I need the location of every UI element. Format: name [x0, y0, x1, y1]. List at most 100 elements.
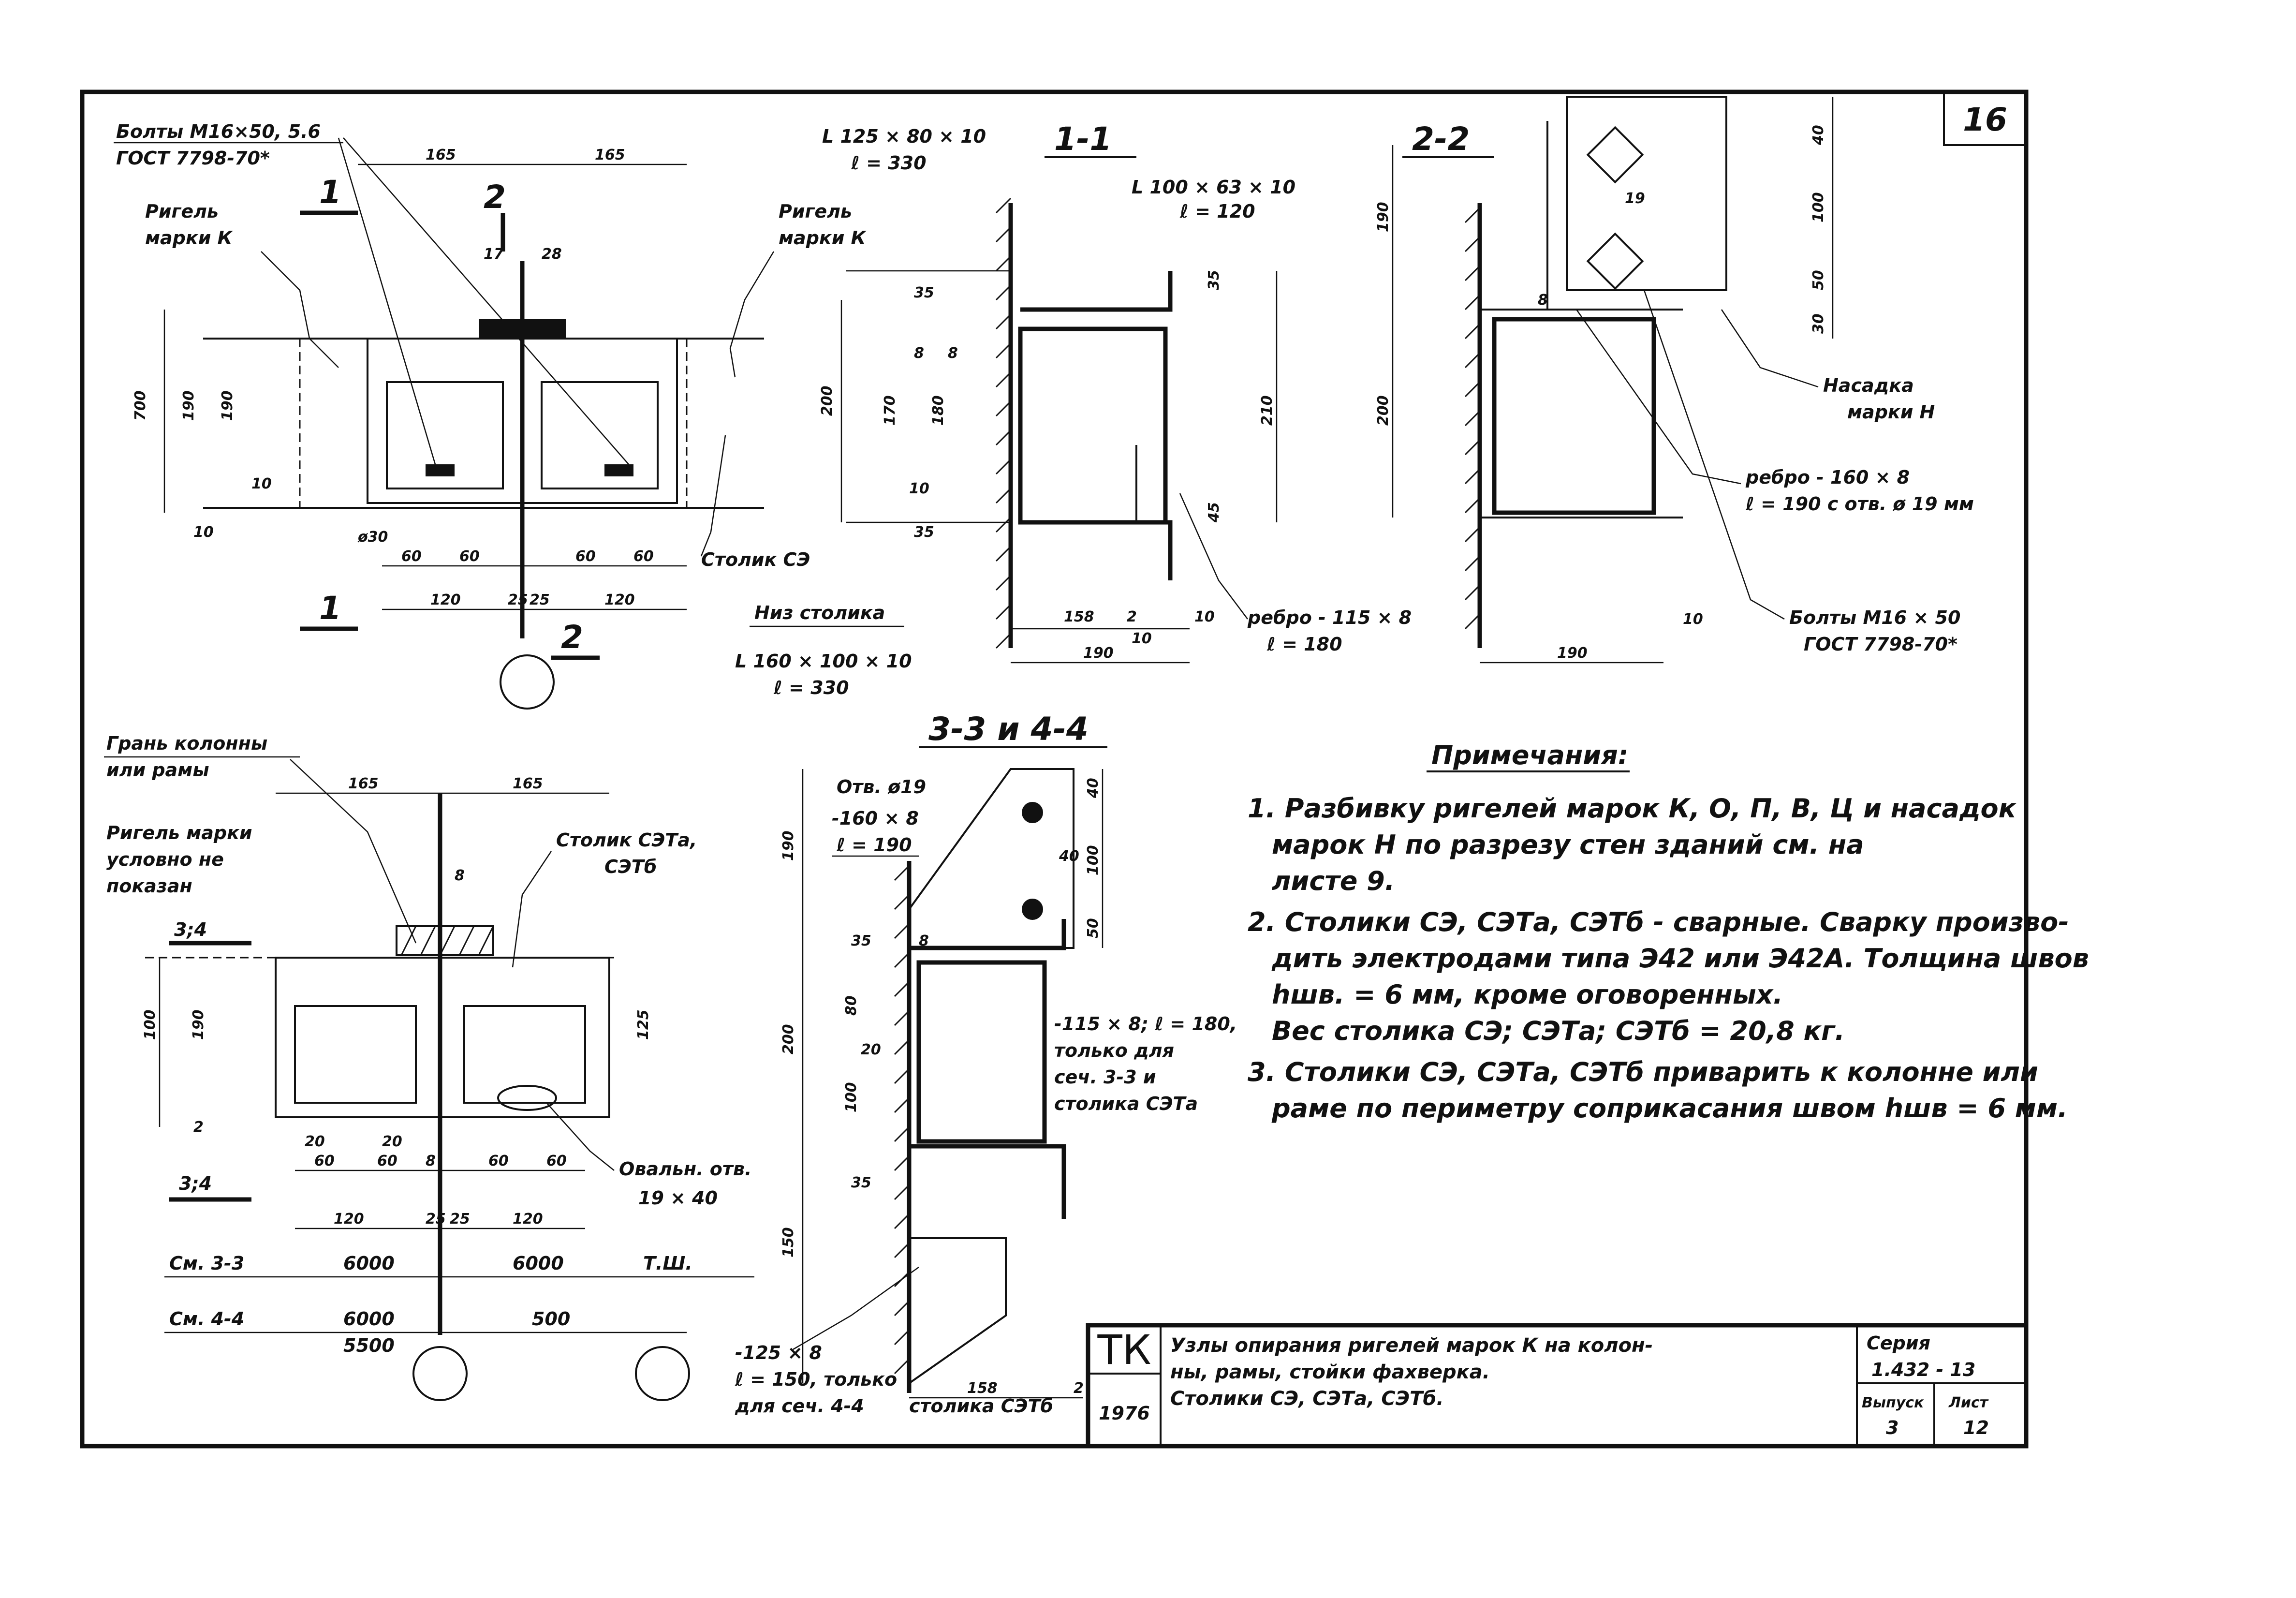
- title-line-1: Узлы опирания ригелей марок К на колон-: [1170, 1334, 1653, 1357]
- tsh-label: Т.Ш.: [643, 1253, 692, 1274]
- sheet-frame: [80, 89, 2029, 1449]
- stolik-web-right: [541, 381, 659, 489]
- plate3-length: ℓ = 150, только: [735, 1369, 897, 1390]
- dim-210: 210: [1259, 395, 1276, 426]
- dim-bl-125: 125: [635, 1009, 652, 1040]
- oval-size: 19 × 40: [638, 1187, 718, 1209]
- dim-bl-60-d: 60: [546, 1153, 567, 1169]
- rib-22-length: ℓ = 190 с отв. ø 19 мм: [1745, 493, 1974, 515]
- leader-stolik-bl: [512, 851, 552, 968]
- dim-bl-100: 100: [142, 1009, 159, 1040]
- dim-120-b: 120: [604, 592, 635, 608]
- cut-34-bottom: 3;4: [179, 1173, 212, 1194]
- bolts-22-gost: ГОСТ 7798-70*: [1804, 634, 1957, 655]
- leader-bolt1: [338, 137, 436, 465]
- dim-bl-165-b: 165: [513, 775, 543, 792]
- dim33-190-top: 190: [780, 830, 797, 861]
- plate3-label: -125 × 8: [735, 1342, 822, 1363]
- dim-bl-20-a: 20: [305, 1133, 325, 1150]
- dim-35-a: 35: [914, 284, 934, 301]
- stolik-web-left: [386, 381, 504, 489]
- bolts-gost-label: ГОСТ 7798-70*: [116, 148, 270, 169]
- bolt-head-1: [1586, 126, 1644, 184]
- sheet-label: Лист: [1948, 1394, 1989, 1411]
- cut-1-top: 1: [319, 174, 341, 211]
- leader-nasadka: [1721, 309, 1819, 388]
- see-33: См. 3-3: [169, 1253, 244, 1274]
- dim33-20: 20: [861, 1041, 881, 1058]
- series-value: 1.432 - 13: [1871, 1359, 1975, 1380]
- cut-1-bottom: 1: [319, 590, 341, 627]
- face-label: Грань колонны: [106, 733, 267, 754]
- leader-stolik: [700, 435, 726, 557]
- title-line-2: ны, рамы, стойки фахверка.: [1170, 1361, 1490, 1383]
- val-6000-b: 6000: [513, 1253, 564, 1274]
- nasadka-mark: марки Н: [1847, 401, 1935, 423]
- axis-bubble-bl-2: [635, 1346, 690, 1401]
- plate2-label: -115 × 8; ℓ = 180,: [1054, 1013, 1237, 1035]
- cut-2-bottom: 2: [561, 619, 583, 656]
- stolik-bl-web-left: [294, 1005, 417, 1104]
- hole-1: [1022, 802, 1043, 823]
- dim-8-a: 8: [914, 345, 924, 362]
- dim-bl-60-a: 60: [314, 1153, 335, 1169]
- dim-40-22: 40: [1810, 125, 1827, 146]
- dim-190-a: 190: [180, 390, 197, 421]
- face-label-2: или рамы: [106, 759, 209, 781]
- cut-34-top: 3;4: [174, 919, 207, 940]
- bottom-angle-33: [909, 1144, 1066, 1219]
- leader-rib-22: [1575, 309, 1741, 485]
- dim-50-22: 50: [1810, 270, 1827, 290]
- bolts-22-label: Болты М16 × 50: [1789, 607, 1960, 628]
- dim-35-b: 35: [914, 524, 934, 541]
- plate2-d: столика СЭТа: [1054, 1093, 1198, 1114]
- dim-28: 28: [542, 246, 562, 263]
- bottom-of-stolik: Низ столика: [754, 602, 885, 623]
- dim-180: 180: [930, 395, 947, 426]
- dim-170: 170: [882, 395, 898, 426]
- issue-label: Выпуск: [1862, 1394, 1924, 1411]
- stolik-bl-web-right: [463, 1005, 586, 1104]
- dim-60-b: 60: [459, 548, 480, 565]
- plate-33-label: -160 × 8: [832, 808, 919, 829]
- wall-hatch: [995, 197, 1012, 649]
- see-44: См. 4-4: [169, 1308, 244, 1330]
- dim-190-22: 190: [1375, 202, 1392, 232]
- note-1b: марок Н по разрезу стен зданий см. на: [1272, 829, 1864, 860]
- dim33-8: 8: [919, 932, 929, 949]
- dim-25-a: 25: [508, 592, 528, 608]
- leader-bolts-22: [1643, 290, 1785, 620]
- view-section-22: 2-2 190 40 100 50 30 8 19 200 10 190 Нас…: [1375, 96, 1974, 664]
- dim-bl-165-a: 165: [348, 775, 379, 792]
- beam-section: [1018, 326, 1168, 525]
- series-label: Серия: [1867, 1332, 1930, 1354]
- hole-2: [1022, 899, 1043, 920]
- top-plate-hatch: [400, 926, 494, 956]
- top-rib-plate: [908, 768, 1074, 949]
- notes-block: Примечания: 1. Разбивку ригелей марок К,…: [1248, 740, 2089, 1124]
- dim-190: 190: [1083, 645, 1114, 662]
- dim-190-b: 190: [219, 390, 236, 421]
- title-block: ТК 1976 Узлы опирания ригелей марок К на…: [1086, 1323, 2029, 1449]
- note-2b: дить электродами типа Э42 или Э42А. Толщ…: [1271, 943, 2089, 974]
- leader-oval: [546, 1102, 615, 1171]
- top-angle: [1020, 271, 1173, 312]
- channel-33: [916, 960, 1047, 1144]
- dim-60-d: 60: [633, 548, 654, 565]
- view-section-33: 3-3 и 4-4 190 200 150 40 40 100 50 35 8 …: [735, 710, 1237, 1417]
- dim-10-b: 10: [193, 524, 214, 541]
- note-1c: листе 9.: [1272, 866, 1395, 896]
- dim33-40-b: 40: [1059, 848, 1079, 865]
- beam-left-mark: марки К: [145, 227, 234, 249]
- dim33-2: 2: [1074, 1380, 1084, 1397]
- dim33-158: 158: [967, 1380, 998, 1397]
- dim-bl-2: 2: [193, 1119, 204, 1136]
- dim-bl-25-a: 25: [426, 1211, 446, 1228]
- angle-bottom-label: L 160 × 100 × 10: [735, 651, 912, 672]
- note-1a: 1. Разбивку ригелей марок К, О, П, В, Ц …: [1248, 793, 2017, 824]
- val-500: 500: [532, 1308, 570, 1330]
- note-2c: hшв. = 6 мм, кроме оговоренных.: [1272, 979, 1783, 1010]
- note-2d: Вес столика СЭ; СЭТа; СЭТб = 20,8 кг.: [1272, 1016, 1845, 1046]
